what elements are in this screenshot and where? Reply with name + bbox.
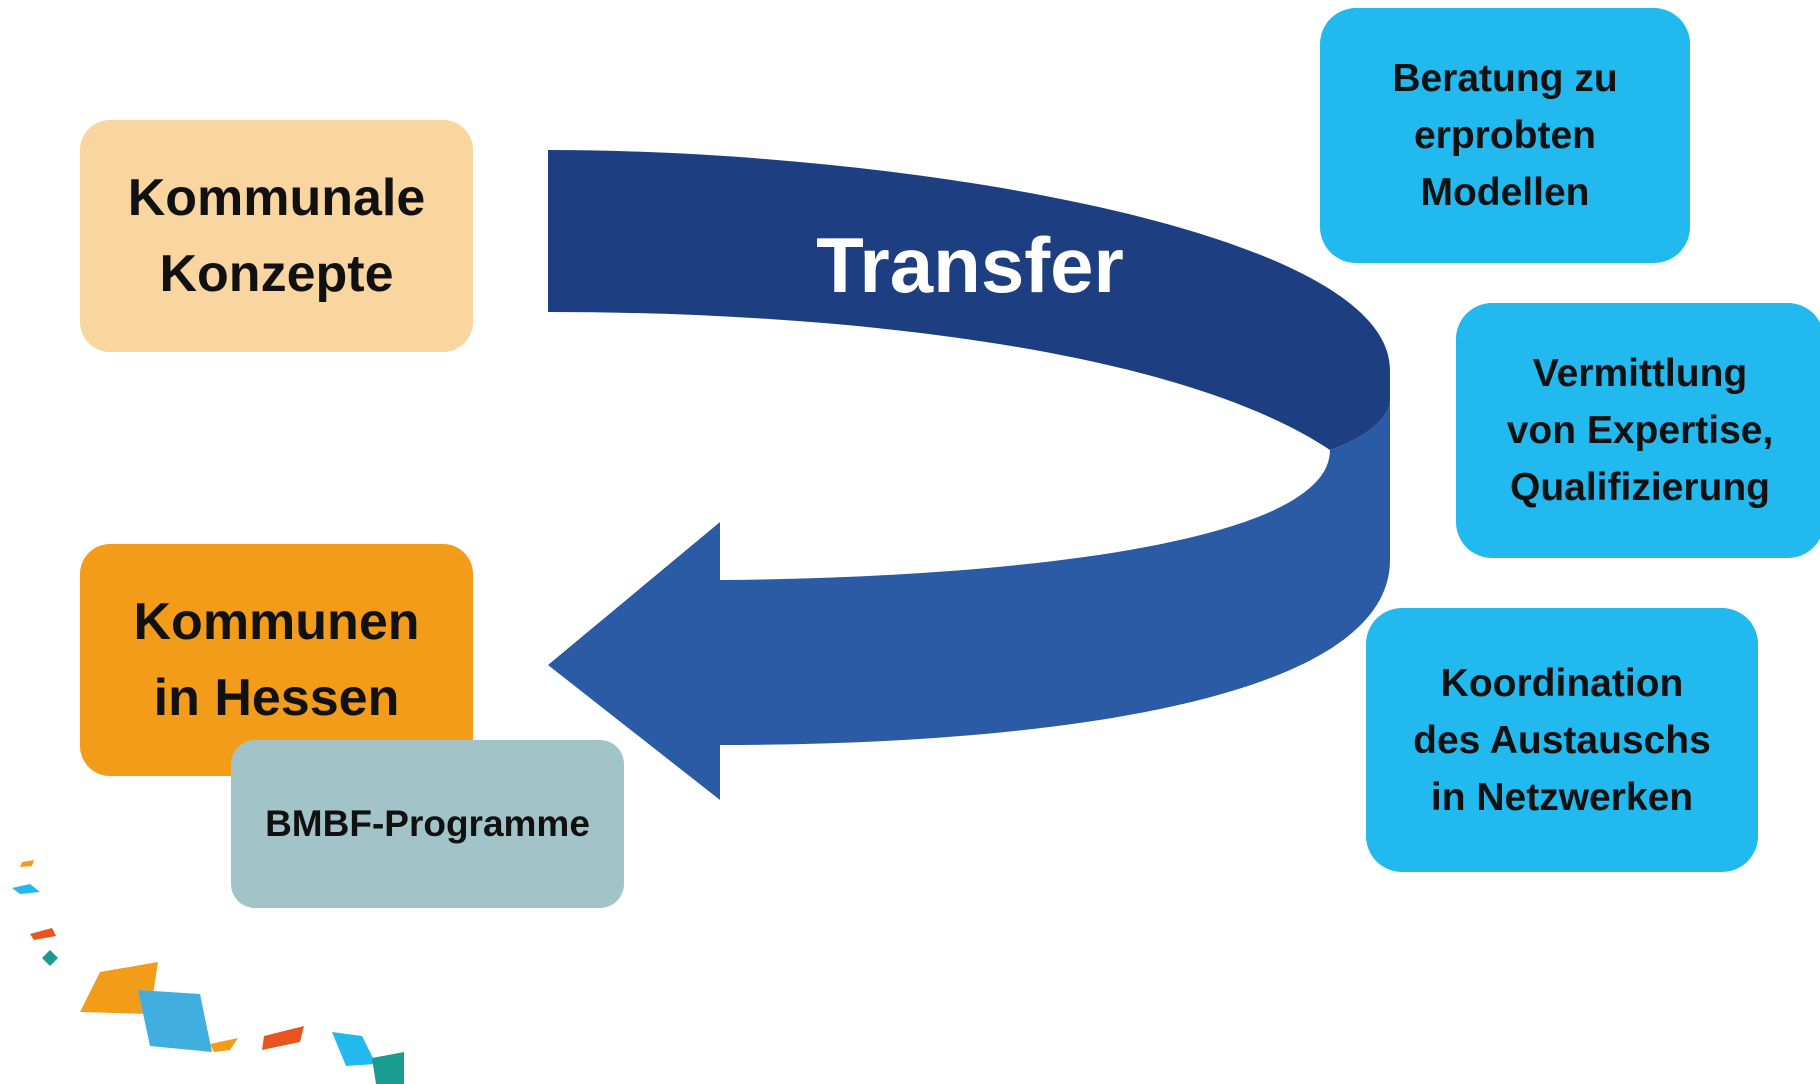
bmbf-programme-label: BMBF-Programme	[265, 803, 590, 844]
arrow-upper-band	[548, 150, 1390, 450]
confetti-piece	[332, 1032, 376, 1066]
kommunen-in-hessen-label: Kommunen in Hessen	[133, 593, 420, 727]
kommunen-in-hessen-box: Kommunen in Hessen	[80, 544, 473, 776]
koordination-label: Koordination des Austauschs in Netzwerke…	[1413, 661, 1711, 819]
confetti-piece	[372, 1052, 404, 1084]
arrow-lower-band	[548, 370, 1390, 800]
confetti-piece	[30, 928, 56, 940]
vermittlung-box: Vermittlung von Expertise, Qualifizierun…	[1456, 303, 1820, 558]
kommunale-konzepte-label: Kommunale Konzepte	[127, 169, 426, 303]
confetti-piece	[210, 1038, 238, 1052]
confetti-piece	[262, 1026, 304, 1050]
vermittlung-label: Vermittlung von Expertise, Qualifizierun…	[1506, 352, 1774, 509]
confetti-piece	[42, 950, 58, 966]
transfer-label: Transfer	[816, 220, 1124, 309]
confetti-piece	[138, 990, 212, 1052]
confetti-logo	[12, 860, 404, 1084]
confetti-piece	[80, 962, 158, 1014]
kommunale-konzepte-box: Kommunale Konzepte	[80, 120, 473, 352]
confetti-piece	[12, 884, 40, 894]
beratung-label: Beratung zu erprobten Modellen	[1392, 57, 1618, 214]
confetti-piece	[20, 860, 34, 867]
beratung-box: Beratung zu erprobten Modellen	[1320, 8, 1690, 263]
koordination-box: Koordination des Austauschs in Netzwerke…	[1366, 608, 1758, 872]
bmbf-programme-box: BMBF-Programme	[231, 740, 624, 908]
